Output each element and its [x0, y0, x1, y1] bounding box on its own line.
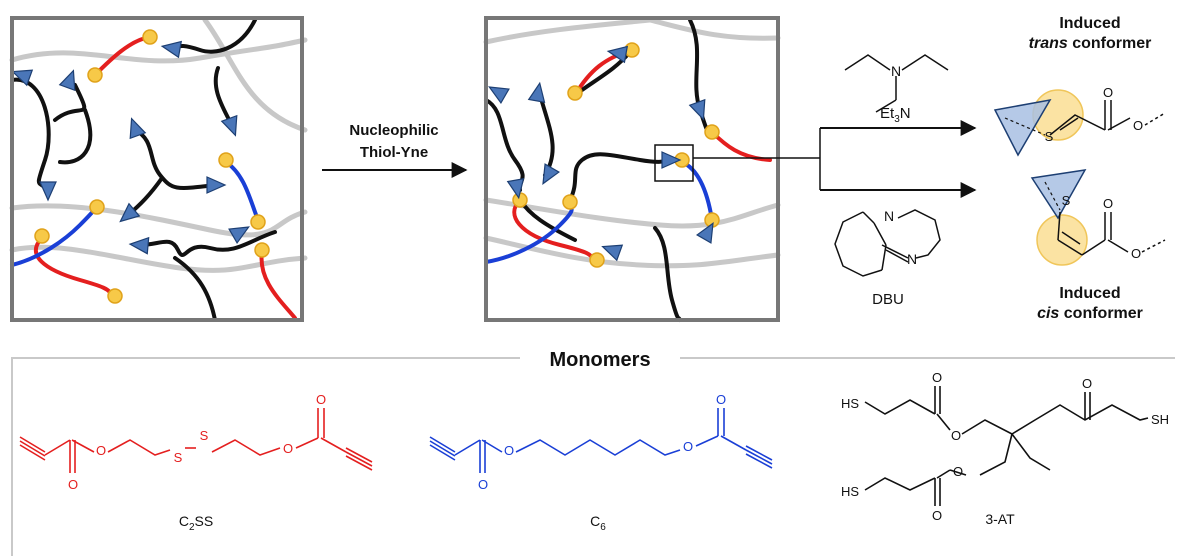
3at-atom-o1: O [932, 370, 942, 385]
trans-title-line2: trans conformer [1029, 35, 1152, 52]
panel-frame [484, 16, 780, 322]
c2ss-structure [19, 408, 373, 473]
c2ss-atom-o2: O [68, 477, 78, 492]
trans-title-line1: Induced [1059, 15, 1120, 32]
zoom-branch-lines [693, 120, 977, 198]
et3n-structure [844, 54, 949, 113]
black-chains [10, 18, 277, 322]
c2ss-atom-s2: S [200, 428, 209, 443]
cis-title-line2: cis conformer [1037, 305, 1143, 322]
3at-atom-hs2: HS [841, 484, 859, 499]
trans-atom-s: S [1045, 129, 1054, 144]
3at-atom-o5: O [932, 508, 942, 523]
cis-atom-o2: O [1131, 246, 1141, 261]
c2ss-atom-o3: O [283, 441, 293, 456]
network-panel-after [483, 16, 781, 322]
dbu-atom-n2: N [907, 251, 917, 267]
et3n-atom-n: N [891, 63, 901, 79]
c2ss-atom-s1: S [174, 450, 183, 465]
c6-atom-o1: O [504, 443, 514, 458]
3at-label: 3-AT [985, 511, 1015, 527]
arrow-label-line1: Nucleophilic [349, 122, 438, 139]
dbu-structure [834, 209, 941, 277]
trans-atom-o1: O [1103, 85, 1113, 100]
3at-atom-o2: O [951, 428, 961, 443]
monomers-title: Monomers [549, 349, 650, 371]
cis-title-line1: Induced [1059, 285, 1120, 302]
3at-atom-o3: O [1082, 376, 1092, 391]
arrow-label-line2: Thiol-Yne [360, 144, 428, 161]
3at-atom-sh: SH [1151, 412, 1169, 427]
3at-atom-hs1: HS [841, 396, 859, 411]
cis-atom-s: S [1062, 193, 1071, 208]
c6-label: C6 [590, 513, 606, 533]
background-fibers [9, 17, 308, 273]
reaction-arrow: Nucleophilic Thiol-Yne [322, 122, 468, 178]
c2ss-atom-o1: O [96, 443, 106, 458]
c6-atom-o3: O [683, 439, 693, 454]
trans-atom-o2: O [1133, 118, 1143, 133]
c6-atom-o4: O [716, 392, 726, 407]
red-chains [34, 35, 297, 320]
zoom-box [654, 144, 694, 182]
cis-conformer-structure [1030, 169, 1166, 266]
panel-frame [10, 16, 304, 322]
monomers-panel-frame [11, 357, 1175, 556]
network-panel-before [9, 16, 308, 322]
dbu-label: DBU [872, 291, 904, 308]
et3n-label: Et3N [880, 105, 911, 125]
cis-atom-o1: O [1103, 196, 1113, 211]
trans-conformer-structure [993, 89, 1166, 157]
dbu-atom-n1: N [884, 208, 894, 224]
c6-structure [429, 408, 773, 473]
c6-atom-o2: O [478, 477, 488, 492]
thiol-nodes [34, 29, 270, 304]
3at-atom-o4: O [953, 464, 963, 479]
3at-structure [864, 386, 1149, 506]
c2ss-label: C2SS [179, 513, 213, 533]
c2ss-atom-o4: O [316, 392, 326, 407]
